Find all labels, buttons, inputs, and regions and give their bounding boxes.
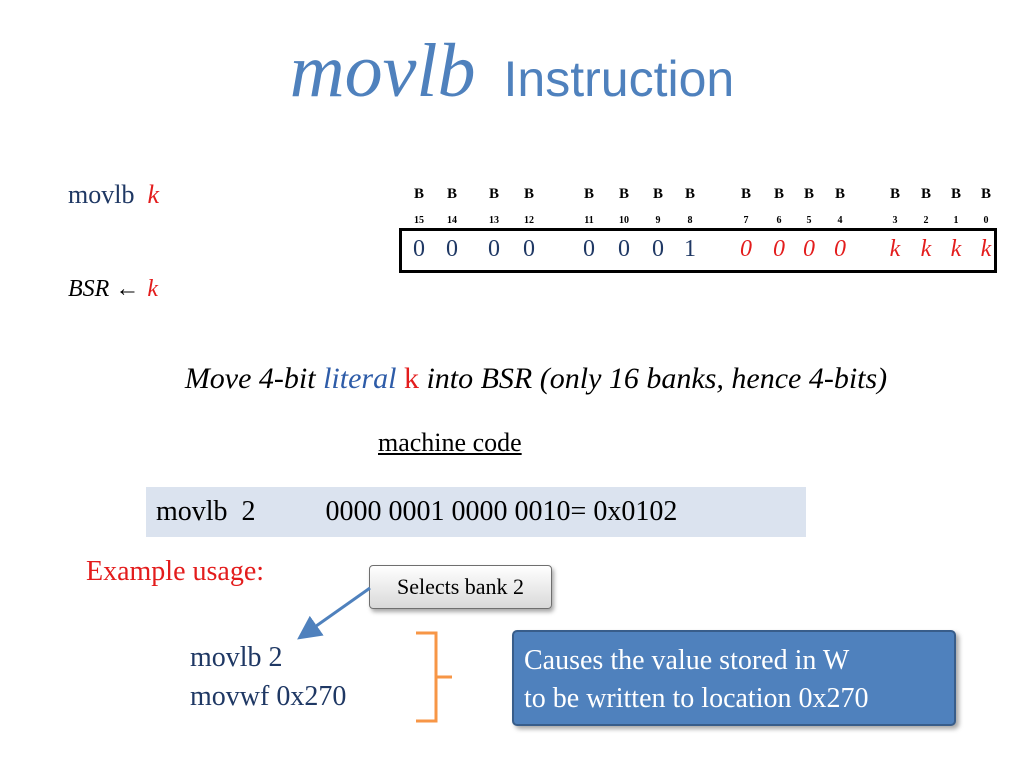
instruction-syntax: movlb k: [68, 180, 159, 210]
bit-value: 0: [740, 236, 752, 262]
syntax-operand: k: [147, 180, 159, 209]
title-mnemonic: movlb: [289, 29, 476, 113]
bit-header: B: [834, 186, 845, 202]
bit-header: B: [652, 186, 663, 202]
bit-number: 2: [923, 215, 929, 226]
bit-value: 0: [583, 236, 595, 262]
bit-value: 0: [834, 236, 846, 262]
bit-value: 0: [803, 236, 815, 262]
bit-header: B: [684, 186, 695, 202]
bit-number: 11: [584, 215, 594, 226]
bsr-register: BSR: [68, 276, 110, 302]
bit-value: 0: [523, 236, 535, 262]
bit-number: 14: [447, 215, 457, 226]
bit-header: B: [413, 186, 424, 202]
callout-arrow: [297, 586, 371, 640]
bit-number: 4: [837, 215, 843, 226]
bit-header: B: [950, 186, 961, 202]
desc-literal: literal: [323, 362, 397, 395]
bit-number: 15: [414, 215, 424, 226]
bit-number: 9: [655, 215, 661, 226]
title-rest: Instruction: [503, 51, 735, 107]
bit-number: 1: [953, 215, 959, 226]
bit-header: B: [803, 186, 814, 202]
bit-value: 0: [652, 236, 664, 262]
bit-header: B: [740, 186, 751, 202]
instruction-description: Move 4-bit literal k into BSR (only 16 b…: [0, 362, 1024, 396]
bit-value: 0: [446, 236, 458, 262]
machine-code-label: machine code: [378, 428, 522, 457]
bit-value: k: [889, 236, 901, 262]
bit-header: B: [980, 186, 991, 202]
bit-value: 0: [488, 236, 500, 262]
bit-header: B: [618, 186, 629, 202]
bit-header: B: [523, 186, 534, 202]
desc-part1: Move 4-bit: [184, 362, 324, 395]
code-line: movlb 2: [190, 642, 283, 673]
code-example: movlb 2 movwf 0x270: [190, 638, 346, 716]
bit-number: 7: [743, 215, 749, 226]
bit-number: 3: [892, 215, 898, 226]
bit-value: 0: [618, 236, 630, 262]
bit-header: B: [889, 186, 900, 202]
bit-value: k: [950, 236, 962, 262]
desc-part2: into BSR (only 16 banks, hence 4-bits): [418, 362, 888, 395]
slide-title: movlb Instruction: [0, 28, 1024, 115]
bit-number: 13: [489, 215, 499, 226]
bit-value: k: [920, 236, 932, 262]
explanation-box: Causes the value stored in W to be writt…: [512, 630, 956, 726]
desc-k: k: [403, 362, 419, 395]
bit-header: B: [773, 186, 784, 202]
bit-value: 1: [684, 236, 696, 262]
code-line: movwf 0x270: [190, 681, 347, 712]
example-usage-label: Example usage:: [86, 556, 265, 587]
explanation-line: Causes the value stored in W: [524, 645, 850, 676]
bit-number: 0: [983, 215, 989, 226]
bsr-operand: k: [147, 276, 158, 302]
bit-value: k: [980, 236, 992, 262]
encoding-box: [399, 228, 997, 273]
bit-value: 0: [773, 236, 785, 262]
bit-header: B: [920, 186, 931, 202]
machine-code-example: movlb 2 0000 0001 0000 0010= 0x0102: [156, 496, 678, 527]
bit-number: 6: [776, 215, 782, 226]
selects-bank-callout: Selects bank 2: [369, 565, 552, 609]
bit-header: B: [488, 186, 499, 202]
syntax-mnemonic: movlb: [68, 180, 135, 209]
bit-header: B: [446, 186, 457, 202]
assign-arrow: ←: [115, 276, 140, 302]
bit-header: B: [583, 186, 594, 202]
bit-number: 12: [524, 215, 534, 226]
orange-bracket: [416, 631, 452, 723]
bit-number: 5: [806, 215, 812, 226]
explanation-line: to be written to location 0x270: [524, 683, 869, 714]
bit-number: 8: [687, 215, 693, 226]
bit-value: 0: [413, 236, 425, 262]
machine-code-box: [146, 487, 806, 537]
bit-number: 10: [619, 215, 629, 226]
bsr-operation: BSR← k: [68, 276, 158, 303]
